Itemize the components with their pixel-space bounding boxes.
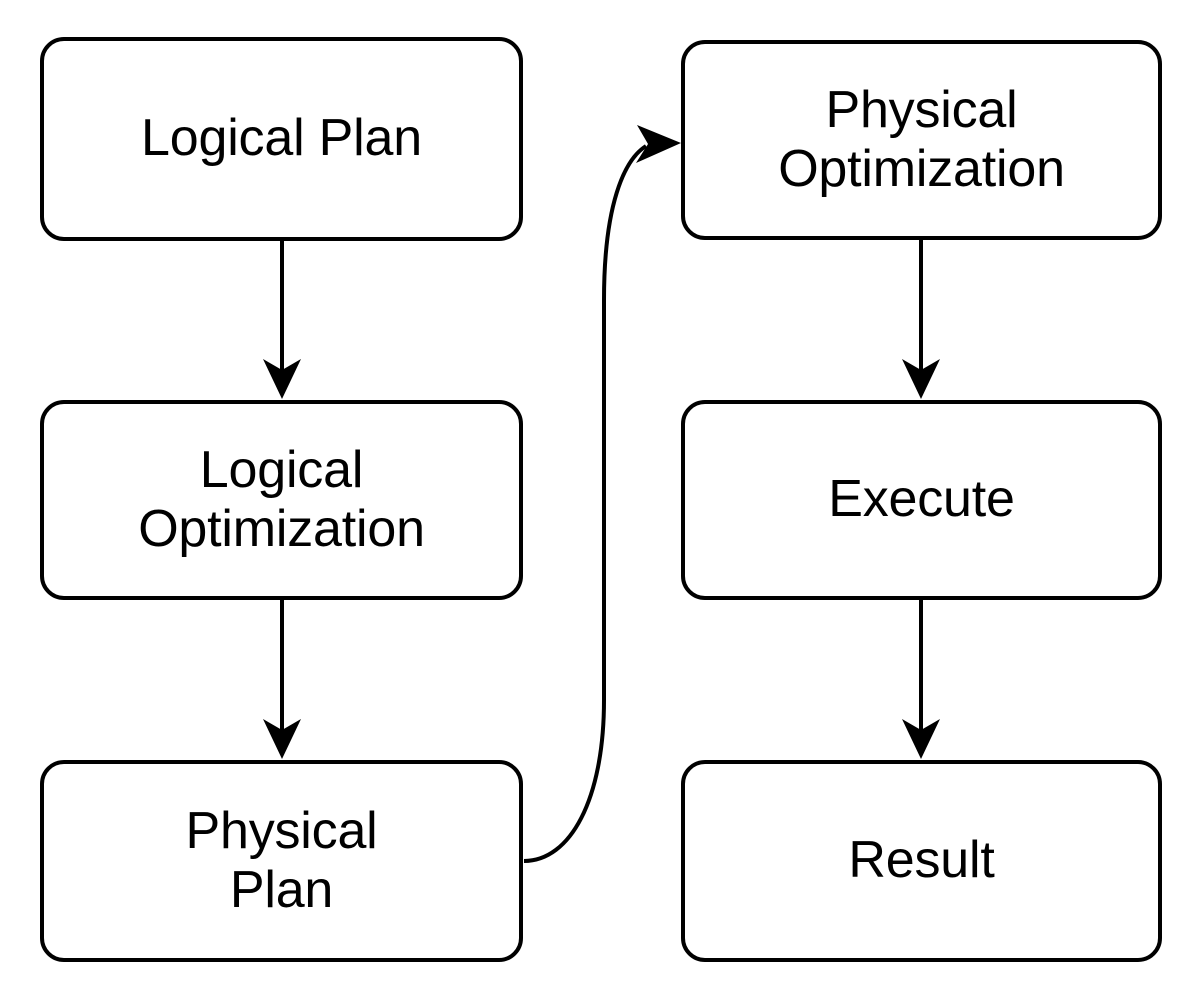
node-logical-optimization[interactable]: Logical Optimization <box>40 400 523 600</box>
node-physical-optimization-label: Physical Optimization <box>778 80 1065 198</box>
node-physical-plan-label: Physical Plan <box>185 801 378 919</box>
edge-execute-to-result <box>902 600 940 759</box>
node-physical-optimization[interactable]: Physical Optimization <box>681 40 1162 240</box>
node-logical-optimization-label: Logical Optimization <box>138 440 425 558</box>
node-logical-plan[interactable]: Logical Plan <box>40 37 523 241</box>
edge-physical-plan-to-physical-optimization <box>523 125 681 863</box>
node-result-label: Result <box>848 831 995 890</box>
node-result[interactable]: Result <box>681 760 1162 962</box>
edge-logical-optimization-to-physical-plan <box>263 600 301 759</box>
node-logical-plan-label: Logical Plan <box>141 109 422 168</box>
node-execute[interactable]: Execute <box>681 400 1162 600</box>
edge-physical-optimization-to-execute <box>902 240 940 399</box>
edge-logical-plan-to-logical-optimization <box>263 241 301 399</box>
node-execute-label: Execute <box>828 470 1015 529</box>
node-physical-plan[interactable]: Physical Plan <box>40 760 523 962</box>
